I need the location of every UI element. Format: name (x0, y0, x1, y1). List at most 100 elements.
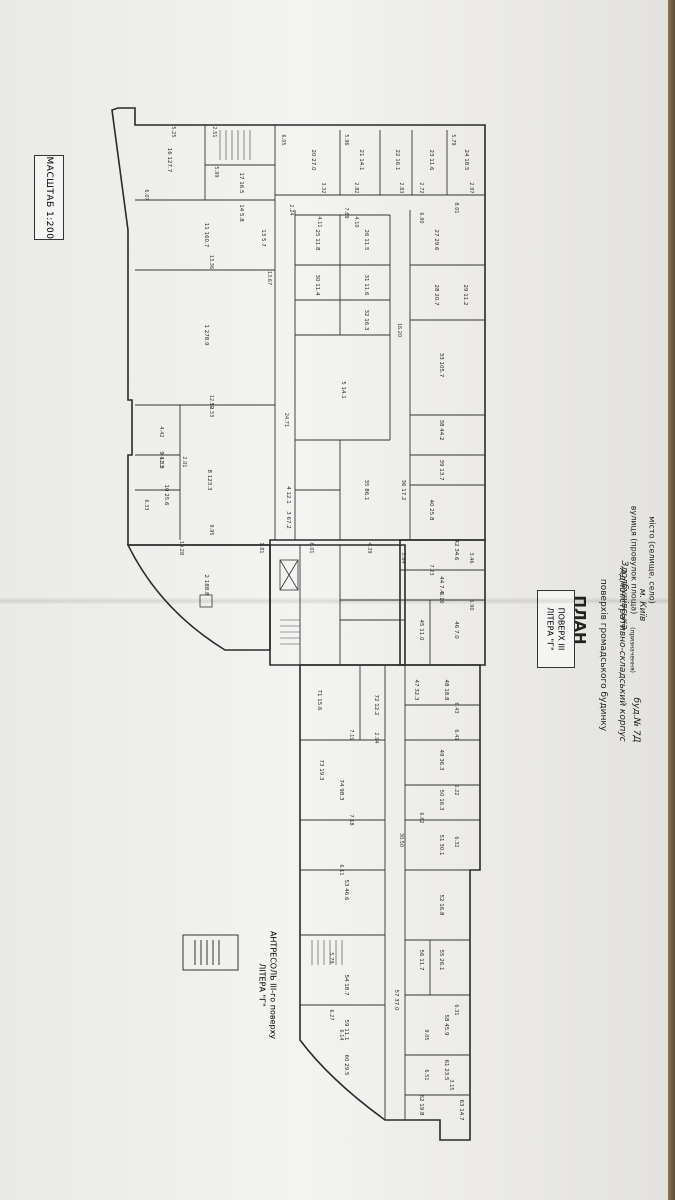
room-label: 45 11.0 (418, 620, 424, 641)
stairs-lower (311, 940, 343, 965)
dimension-label: 6.27 (328, 1009, 334, 1020)
room-label: 50 16.3 (438, 790, 444, 811)
room-label: 49 36.3 (438, 750, 444, 771)
room-label: 63 14.7 (458, 1100, 464, 1121)
room-label: 62 19.8 (418, 1095, 424, 1116)
room-label: 33 105.7 (438, 353, 444, 378)
dimension-label: 12.33 (208, 403, 214, 417)
dimension-label: 6.10 (438, 592, 444, 603)
dimension-label: 2.94 (373, 732, 379, 743)
room-label: 56 11.7 (418, 950, 424, 971)
room-label: 16 127.7 (166, 148, 172, 173)
table-edge (668, 0, 675, 1200)
dimension-label: 5.99 (213, 166, 219, 177)
room-label: 44 7.4 (438, 576, 444, 594)
room-label: 32 16.3 (363, 310, 369, 331)
room-label: 61 23.5 (443, 1060, 449, 1081)
room-label: 74 98.3 (338, 780, 344, 801)
dimension-label: 7.23 (428, 564, 434, 575)
room-label: 31 11.6 (363, 275, 369, 296)
room-label: 59 11.1 (343, 1020, 349, 1041)
dimension-label: 6.31 (453, 1004, 459, 1015)
dimension-label: 3.64 (400, 552, 406, 563)
dimension-label: 2.72 (418, 182, 424, 193)
room-label: 9 11.3 (158, 451, 164, 469)
room-label: 73 19.3 (318, 760, 324, 781)
dimension-label: 8.01 (453, 202, 459, 213)
room-labels: 16 127.717 16.514 5.813 5.711 160.71 278… (158, 148, 469, 1121)
dimension-label: 2.97 (468, 182, 474, 193)
dimension-label: 5.25 (170, 126, 176, 137)
dimension-label: 6.90 (418, 212, 424, 223)
dimension-label: 4.42 (158, 426, 164, 437)
dimension-label: 6.11 (338, 864, 344, 875)
room-label: 28 20.7 (433, 285, 439, 306)
dimension-label: 6.33 (143, 499, 149, 510)
dimension-label: 13.67 (266, 271, 272, 285)
room-label: 53 46.6 (343, 880, 349, 901)
dimension-label: 6.05 (280, 134, 286, 145)
room-label: 55 26.1 (438, 950, 444, 971)
plan-walls (111, 107, 486, 1141)
dimension-label: 7.18 (348, 814, 354, 825)
dimension-label: 3.46 (468, 552, 474, 563)
room-label: 36 17.2 (400, 480, 406, 501)
room-label: 57 37.0 (393, 990, 399, 1011)
room-label: 48 18.8 (443, 680, 449, 701)
room-label: 20 27.0 (310, 150, 316, 171)
dimension-label: 7.19 (348, 729, 354, 740)
room-label: 60 29.5 (343, 1055, 349, 1076)
room-label: 4 12.1 (285, 486, 291, 504)
room-label: 11 160.7 (203, 223, 209, 248)
room-label: 51 30.1 (438, 835, 444, 856)
room-label: 21 14.1 (358, 150, 364, 171)
room-label: 58 45.9 (443, 1015, 449, 1036)
dimension-label: 6.62 (418, 812, 424, 823)
room-label: 22 16.1 (394, 150, 400, 171)
dimension-label: 6.32 (453, 836, 459, 847)
dimension-label: 2.51 (211, 126, 217, 137)
room-label: 30 11.4 (314, 275, 320, 296)
dimension-label: 3.32 (320, 182, 326, 193)
dimension-label: 1.81 (258, 542, 264, 553)
room-label: 2 188.8 (203, 575, 209, 596)
mezzanine-plan (182, 934, 239, 971)
room-label: 10 25.6 (163, 485, 169, 506)
dimension-label: 4.11 (316, 216, 322, 227)
room-label: 3 67.2 (285, 511, 291, 529)
room-label: 52 16.8 (438, 895, 444, 916)
dimension-label: 6.51 (423, 1069, 429, 1080)
dimension-label: 7.69 (343, 207, 349, 218)
dimension-label: 6.41 (453, 729, 459, 740)
dimension-label: 5.90 (468, 599, 474, 610)
room-label: 14 5.8 (238, 204, 244, 222)
dimension-label: 6.43 (453, 702, 459, 713)
dimension-label: 2.83 (398, 182, 404, 193)
dimension-label: 2.24 (288, 204, 294, 215)
room-label: 38 44.2 (438, 420, 444, 441)
dimension-label: 12.50 (208, 395, 214, 409)
room-label: 54 18.7 (343, 975, 349, 996)
room-label: 46 7.0 (453, 621, 459, 639)
dimension-label: 6.14 (338, 1029, 344, 1040)
floor-label-box: ПОВЕРХ III ЛІТЕРА "Г" (537, 590, 575, 668)
dimension-label: 13.36 (208, 255, 214, 269)
room-label: 25 11.8 (314, 230, 320, 251)
plan-partitions (135, 125, 485, 1120)
room-label: 29 11.2 (462, 285, 468, 306)
dimension-label: 6.07 (143, 189, 149, 200)
scale-box: МАСШТАБ 1:200 (34, 155, 64, 240)
paper-fold (0, 598, 668, 604)
dimension-label: 9.95 (208, 524, 214, 535)
dimension-label: 6.22 (453, 784, 459, 795)
room-label: 42 34.6 (453, 540, 459, 561)
dimension-label: 2.82 (353, 182, 359, 193)
room-label: 24 18.5 (463, 150, 469, 171)
room-label: 5 14.1 (340, 381, 346, 399)
dimension-label: 6.01 (308, 542, 314, 553)
dimension-label: 10.28 (178, 541, 184, 555)
dimension-label: 4.10 (353, 216, 359, 227)
